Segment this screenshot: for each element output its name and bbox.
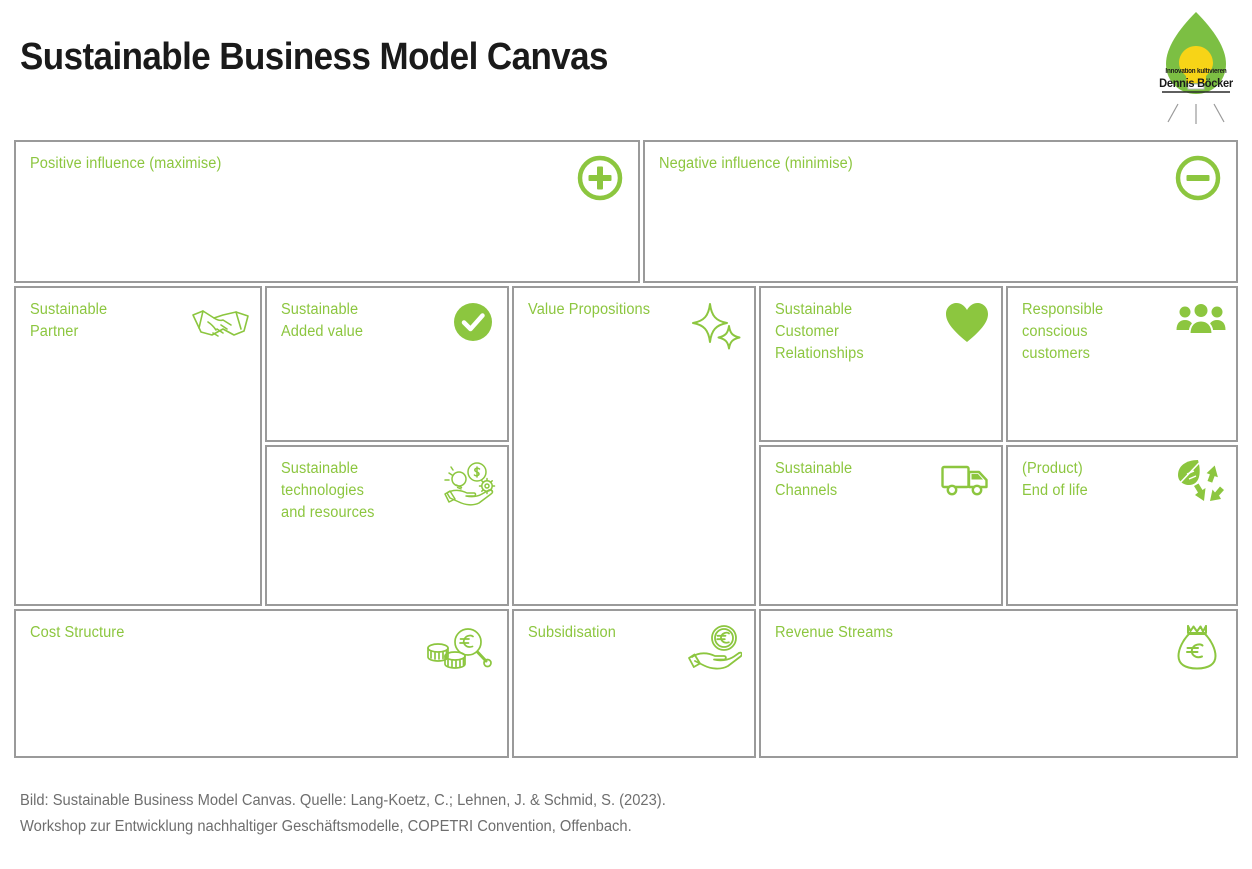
brand-logo: Innovation kultivieren Dennis Böcker [1148,6,1244,128]
leaf-recycle-icon [1174,457,1226,505]
cell-label-responsible-conscious-customers: Responsible conscious customers [1022,301,1104,362]
cell-label-sustainable-added-value: Sustainable Added value [281,301,364,340]
check-circle-icon [445,302,493,350]
cell-cost-structure[interactable]: Cost Structure [14,609,509,758]
cell-label-sustainable-customer-relationships: Sustainable Customer Relationships [775,301,864,362]
image-caption: Bild: Sustainable Business Model Canvas.… [20,792,666,835]
cell-negative-influence[interactable]: Negative influence (minimise) [643,140,1238,283]
logo-tagline: Innovation kultivieren [1165,68,1227,75]
handshake-icon [190,304,252,352]
hand-bulb-gear-coin-icon [443,461,497,509]
cell-label-subsidisation: Subsidisation [528,624,616,641]
cell-label-cost-structure: Cost Structure [30,624,125,641]
cell-label-sustainable-technologies: Sustainable technologies and resources [281,460,375,521]
sparkle-icon [692,302,742,350]
cell-subsidisation[interactable]: Subsidisation [512,609,756,758]
cell-sustainable-channels[interactable]: Sustainable Channels [759,445,1003,606]
cell-responsible-conscious-customers[interactable]: Responsible conscious customers [1006,286,1238,442]
page-header: Sustainable Business Model Canvas Innova… [0,0,1252,132]
cell-product-end-of-life[interactable]: (Product) End of life [1006,445,1238,606]
people-group-icon [1176,304,1226,352]
canvas-grid: Positive influence (maximise) Negative i… [14,140,1238,758]
page-title: Sustainable Business Model Canvas [20,36,609,78]
cell-revenue-streams[interactable]: Revenue Streams [759,609,1238,758]
cell-label-sustainable-partner: Sustainable Partner [30,301,108,340]
cell-label-revenue-streams: Revenue Streams [775,624,894,641]
hand-euro-coin-icon [686,625,742,673]
cell-positive-influence[interactable]: Positive influence (maximise) [14,140,640,283]
cell-label-sustainable-channels: Sustainable Channels [775,460,853,499]
cell-sustainable-customer-relationships[interactable]: Sustainable Customer Relationships [759,286,1003,442]
cell-label-value-propositions: Value Propositions [528,301,651,318]
cell-sustainable-added-value[interactable]: Sustainable Added value [265,286,509,442]
cell-value-propositions[interactable]: Value Propositions [512,286,756,606]
minus-circle-icon [1170,154,1222,206]
delivery-truck-icon [941,463,989,511]
plus-circle-icon [572,154,624,206]
coins-magnifier-euro-icon [427,627,493,675]
cell-sustainable-partner[interactable]: Sustainable Partner [14,286,262,606]
cell-label-product-end-of-life: (Product) End of life [1022,460,1088,499]
money-bag-euro-icon [1176,623,1218,671]
cell-sustainable-technologies-and-resources[interactable]: Sustainable technologies and resources [265,445,509,606]
cell-label-positive-influence: Positive influence (maximise) [30,155,222,172]
logo-name: Dennis Böcker [1159,76,1233,90]
cell-label-negative-influence: Negative influence (minimise) [659,155,853,172]
heart-icon [941,302,989,350]
